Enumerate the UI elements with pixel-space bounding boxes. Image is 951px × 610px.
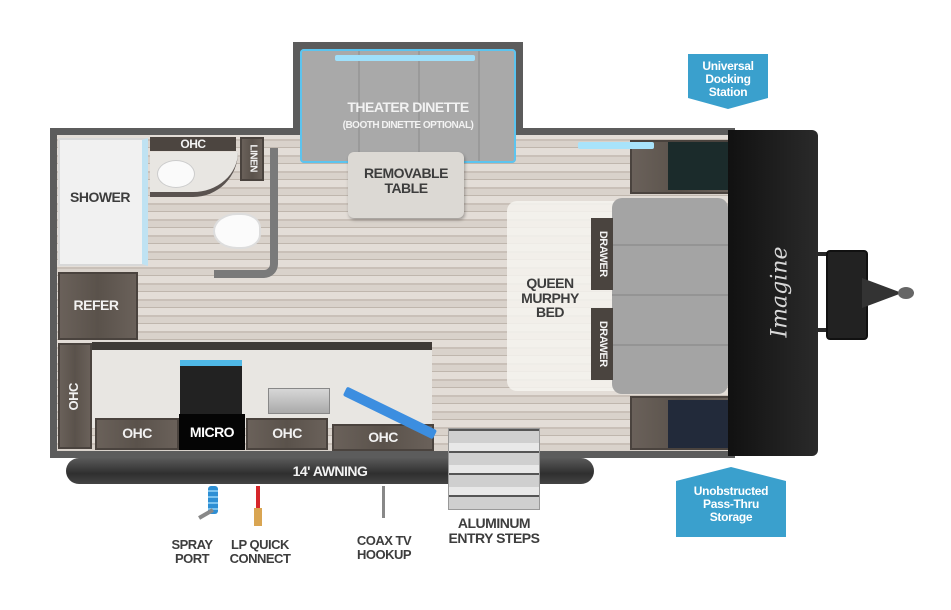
spray-port-hose [208, 486, 218, 514]
universal-docking-station-callout: Universal Docking Station [688, 54, 768, 109]
refer [58, 272, 138, 340]
storage-top-shelves [668, 142, 728, 190]
side-ohc [58, 343, 92, 449]
pass-thru-storage-label: Unobstructed Pass-Thru Storage [693, 484, 769, 525]
coax-cable [382, 486, 385, 518]
micro-label: Micro [189, 424, 235, 440]
spray-port-nozzle [198, 508, 214, 520]
drawer-top-label: DRAWER [596, 230, 609, 277]
side-ohc-label: OHC [66, 383, 82, 411]
refer-label: Refer [73, 297, 119, 313]
lp-fitting [254, 508, 262, 526]
ohc-2-label: OHC [272, 425, 302, 441]
linen-cabinet [240, 137, 264, 181]
drawer-bottom [591, 308, 613, 380]
theater-dinette-label: Theater Dinette [347, 99, 469, 115]
drawer-bottom-label: DRAWER [596, 320, 609, 367]
booth-dinette-optional-label: (Booth Dinette Optional) [342, 120, 474, 131]
front-cap [728, 130, 818, 456]
kitchen-sink [268, 388, 330, 414]
theater-dinette-sofa [300, 49, 516, 163]
universal-docking-station-label: Universal Docking Station [702, 59, 754, 100]
ohc-1 [95, 418, 179, 450]
bath-ohc-label: OHC [180, 137, 206, 151]
spray-port-label: Spray Port [171, 537, 213, 566]
murphy-sofa [612, 198, 728, 394]
toilet [213, 213, 261, 249]
hitch-coupler [862, 278, 902, 308]
removable-table-label: Removable Table [364, 165, 448, 196]
slideout-led [335, 55, 475, 61]
bath-wall [214, 148, 278, 278]
microwave [179, 414, 245, 450]
ceiling-led [578, 142, 654, 149]
queen-murphy-bed-label: Queen Murphy Bed [521, 275, 579, 321]
bath-sink [157, 160, 195, 188]
shower [58, 138, 148, 266]
ohc-2 [246, 418, 328, 450]
hitch-ball [898, 287, 914, 299]
storage-bottom-shelves [668, 400, 728, 448]
imagine-logo: Imagine [767, 246, 793, 338]
removable-table [348, 152, 464, 218]
ohc-3-label: OHC [368, 429, 398, 445]
lp-line [256, 486, 260, 508]
aluminum-entry-steps-label: Aluminum Entry Steps [448, 515, 540, 546]
stove [180, 360, 242, 416]
coax-tv-hookup-label: Coax TV Hookup [356, 533, 412, 562]
lp-quick-connect-label: LP Quick Connect [229, 537, 291, 566]
awning-label: 14' Awning [292, 463, 368, 479]
drawer-top [591, 218, 613, 290]
pass-thru-storage-callout: Unobstructed Pass-Thru Storage [676, 467, 786, 537]
ohc-1-label: OHC [122, 425, 152, 441]
entry-steps [448, 428, 540, 510]
bath-ohc [150, 137, 236, 151]
shower-label: Shower [70, 189, 131, 205]
kitchen-counter [92, 342, 432, 428]
